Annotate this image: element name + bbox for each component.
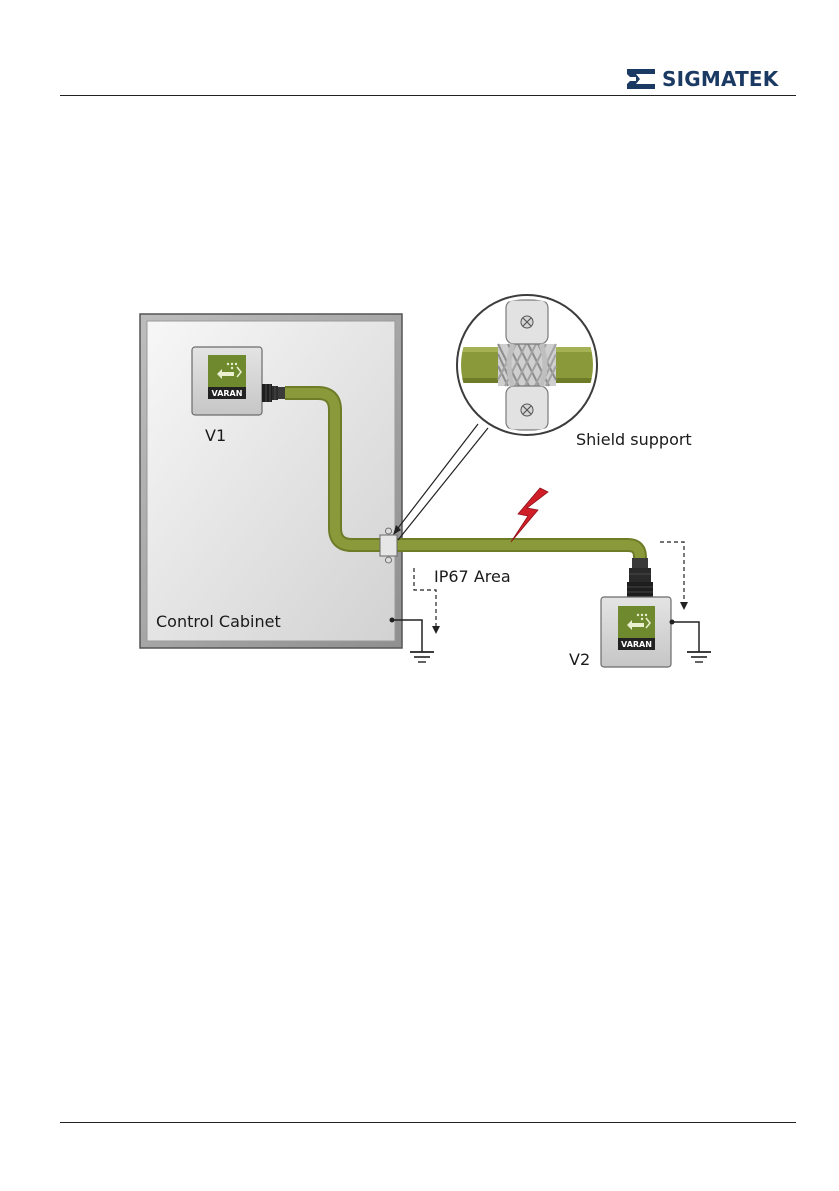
connector-v2 — [627, 558, 653, 598]
cable — [285, 393, 640, 560]
label-v2: V2 — [569, 650, 590, 669]
label-v1: V1 — [205, 426, 226, 445]
screw-icon — [521, 404, 533, 416]
module-badge-v2: VARAN — [621, 640, 652, 649]
module-v2: VARAN — [601, 558, 671, 667]
lightning-icon — [511, 488, 548, 542]
ground-icon — [670, 620, 712, 663]
label-shield-support: Shield support — [576, 430, 692, 449]
screw-icon — [521, 316, 533, 328]
control-cabinet — [140, 314, 402, 648]
label-control-cabinet: Control Cabinet — [156, 612, 281, 631]
label-ip67-area: IP67 Area — [434, 567, 511, 586]
shield-support-detail — [455, 295, 600, 435]
arrow-icon — [393, 424, 488, 540]
footer-rule — [60, 1122, 796, 1123]
module-badge-v1: VARAN — [212, 389, 243, 398]
